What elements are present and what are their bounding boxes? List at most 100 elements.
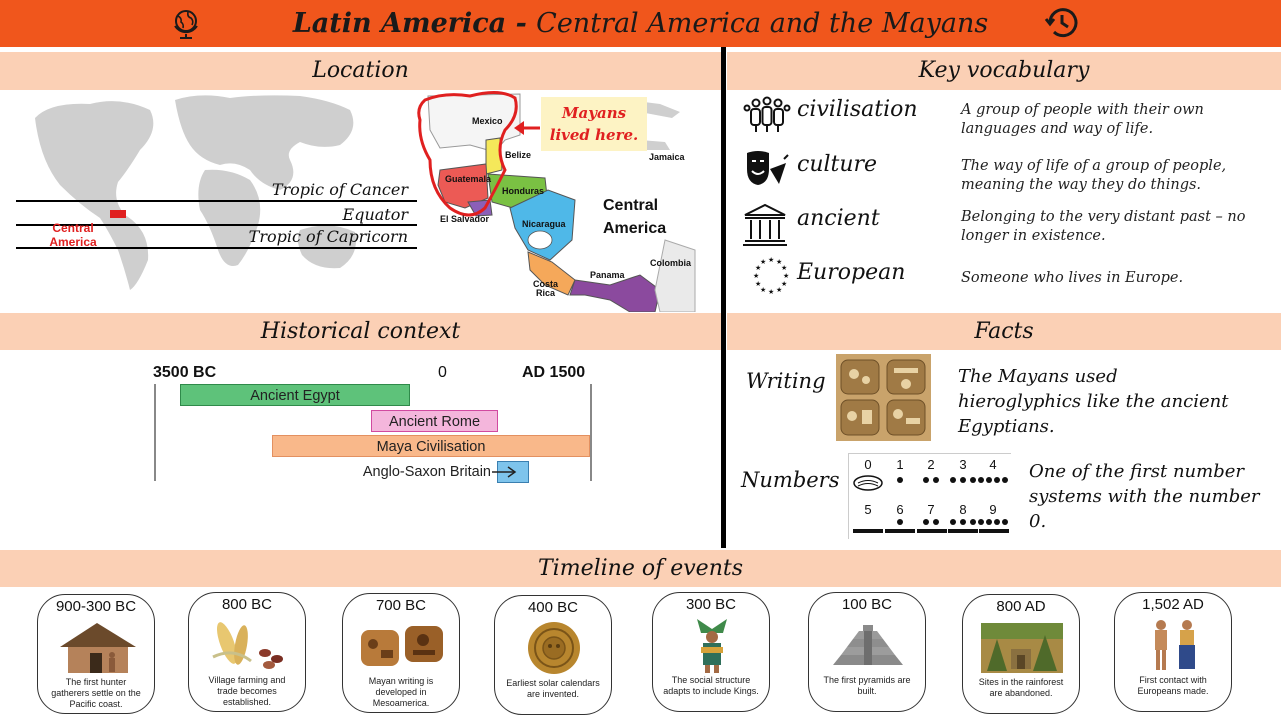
svg-text:★: ★ <box>753 272 759 280</box>
theatre-mask-icon <box>747 151 789 185</box>
label-anglo-saxon: Anglo-Saxon Britain <box>362 464 491 480</box>
central-america-marker <box>110 210 126 218</box>
timeline-year: 800 AD <box>996 598 1046 615</box>
rica-label: Rica <box>536 288 556 298</box>
guatemala-label: Guatemala <box>445 174 492 184</box>
digit-3: 3 <box>959 457 966 472</box>
digit-6: 6 <box>896 502 903 517</box>
history-clock-icon <box>1044 8 1078 38</box>
scale-end-line <box>590 384 592 481</box>
pyramid-image <box>833 625 903 665</box>
vocab-def-european: Someone who lives in Europe. <box>961 270 1184 286</box>
svg-text:★: ★ <box>760 258 766 266</box>
timeline-caption: Village farming and trade becomes establ… <box>208 675 286 707</box>
digit-2: 2 <box>927 457 934 472</box>
timeline-year: 900-300 BC <box>55 598 137 615</box>
mexico-label: Mexico <box>472 116 503 126</box>
maya-numerals: 0 1 2 3 4 5 6 7 8 9 <box>853 457 1009 533</box>
central-america-label: Central <box>52 221 93 235</box>
timeline-heading: Timeline of events <box>0 550 1281 587</box>
timeline-caption: The first hunter gatherers settle on the… <box>51 677 141 709</box>
maya-numerals-panel <box>848 453 1011 539</box>
maya-region-outline <box>417 91 518 217</box>
fact-writing-text: The Mayans used hieroglyphics like the a… <box>958 366 1229 437</box>
vocab-def-ancient: Belonging to the very distant past – no … <box>961 209 1246 244</box>
timeline-card: 1,502 AD First contact with Europeans ma… <box>1114 592 1232 712</box>
timeline-caption: Earliest solar calendars are invented. <box>506 678 600 699</box>
honduras-label: Honduras <box>502 186 544 196</box>
digit-0: 0 <box>864 457 871 472</box>
hut-image <box>60 623 136 673</box>
map-title-line2: America <box>603 220 666 237</box>
svg-text:★: ★ <box>781 280 787 288</box>
el-salvador-label: El Salvador <box>440 214 490 224</box>
vocab-heading: Key vocabulary <box>727 52 1281 90</box>
nicaragua-label: Nicaragua <box>522 219 567 229</box>
svg-text:★: ★ <box>781 264 787 272</box>
vocab-def-culture: The way of life of a group of people, me… <box>961 158 1227 193</box>
eu-stars-icon: ★★★★★★ ★★★★★★ <box>753 256 789 296</box>
svg-text:★: ★ <box>768 256 774 264</box>
solar-calendar-image <box>528 622 580 674</box>
callout-box <box>541 97 647 151</box>
scale-start: 3500 BC <box>153 364 217 381</box>
timeline-caption: The social structure adapts to include K… <box>663 675 759 696</box>
bar-ancient-egypt: Ancient Egypt <box>180 384 410 406</box>
timeline-card: 400 BC Earliest solar calendars are inve… <box>494 595 612 715</box>
facts-heading: Facts <box>727 313 1281 350</box>
vocab-word-european: European <box>797 260 906 285</box>
maize-beans-image <box>212 622 283 669</box>
column-divider <box>721 47 726 548</box>
fact-numbers-title: Numbers <box>741 468 840 492</box>
svg-text:★: ★ <box>755 280 761 288</box>
timeline-year: 100 BC <box>841 596 893 613</box>
globe-icon <box>174 10 198 39</box>
rainforest-ruins-image <box>981 623 1063 673</box>
bar-maya-civilisation: Maya Civilisation <box>272 435 590 457</box>
fact-numbers-text: One of the first number systems with the… <box>1029 461 1260 532</box>
vocab-def-civilisation: A group of people with their own languag… <box>961 102 1204 137</box>
timeline-card: 300 BC The social structure adapts to in… <box>652 592 770 712</box>
timeline-year: 1,502 AD <box>1142 596 1204 613</box>
header-bar <box>0 0 1281 47</box>
hieroglyphs-image <box>836 354 931 441</box>
svg-text:★: ★ <box>776 258 782 266</box>
history-heading: Historical context <box>0 313 721 350</box>
timeline-card: 800 BC Village farming and trade becomes… <box>188 592 306 712</box>
timeline-card: 800 AD Sites in the rainforest are aband… <box>962 594 1080 714</box>
glyph-blocks-image <box>361 626 443 666</box>
callout-line2: lived here. <box>550 126 638 144</box>
location-maps: Tropic of Cancer Equator Tropic of Capri… <box>16 91 696 312</box>
timeline-year: 700 BC <box>375 597 427 614</box>
first-contact-image <box>1155 620 1195 670</box>
panama-label: Panama <box>590 270 626 280</box>
belize-label: Belize <box>505 150 531 160</box>
scale-end: AD 1500 <box>522 364 586 381</box>
svg-text:★: ★ <box>783 272 789 280</box>
jamaica-label: Jamaica <box>649 152 686 162</box>
equator-label: Equator <box>342 205 410 224</box>
tropic-of-cancer-label: Tropic of Cancer <box>272 180 410 199</box>
tropic-of-capricorn-label: Tropic of Capricorn <box>249 227 408 246</box>
timeline-year: 400 BC <box>527 599 579 616</box>
world-map <box>35 95 356 290</box>
central-america-label-2: America <box>49 235 97 249</box>
scale-zero: 0 <box>438 364 447 381</box>
mayan-king-image <box>697 619 727 673</box>
central-america-map <box>417 91 696 312</box>
timeline-card: 700 BC Mayan writing is developed in Mes… <box>342 593 460 713</box>
arrow-right-icon <box>492 466 517 478</box>
digit-4: 4 <box>989 457 996 472</box>
digit-5: 5 <box>864 502 871 517</box>
scale-start-line <box>154 384 156 481</box>
bar-ancient-rome: Ancient Rome <box>371 410 498 432</box>
costa-label: Costa <box>533 279 559 289</box>
digit-7: 7 <box>927 502 934 517</box>
svg-text:★: ★ <box>755 264 761 272</box>
map-title-line1: Central <box>603 197 658 214</box>
digit-9: 9 <box>989 502 996 517</box>
svg-text:★: ★ <box>776 286 782 294</box>
timeline-caption: Sites in the rainforest are abandoned. <box>978 677 1064 698</box>
vocab-word-ancient: ancient <box>797 206 880 231</box>
timeline-card: 100 BC The first pyramids are built. <box>808 592 926 712</box>
